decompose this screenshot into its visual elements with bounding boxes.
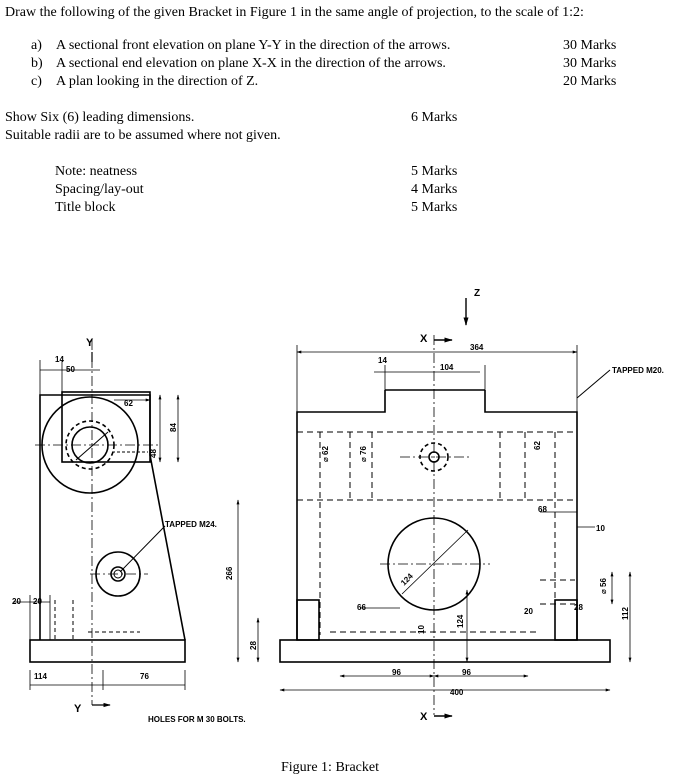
section-y-label-top: Y <box>86 337 94 349</box>
dim-48: 48 <box>149 449 158 458</box>
note-label: Spacing/lay-out <box>55 182 144 197</box>
dim-114: 114 <box>34 672 47 681</box>
dim-14-top: 14 <box>378 356 387 365</box>
dim-96-left: 96 <box>392 668 401 677</box>
dim-364: 364 <box>470 343 484 352</box>
dimensions-marks: 6 Marks <box>411 110 458 125</box>
holes-label: HOLES FOR M 30 BOLTS. <box>148 715 246 724</box>
task-text: A sectional front elevation on plane Y-Y… <box>56 38 451 53</box>
note-marks: 5 Marks <box>411 164 458 179</box>
front-elevation-view <box>279 369 611 663</box>
note-label: Title block <box>55 200 116 215</box>
dim-20-right: 20 <box>33 597 42 606</box>
tapped-m24-label: TAPPED M24. <box>165 520 217 529</box>
dim-124-diag: 124 <box>399 571 415 587</box>
dim-dia-76: ⌀ 76 <box>359 446 368 462</box>
note-marks: 5 Marks <box>411 200 458 215</box>
dim-dia-62: ⌀ 62 <box>321 446 330 462</box>
dim-dia-56: ⌀ 56 <box>599 578 608 594</box>
section-x-label-top: X <box>420 333 428 345</box>
end-view-base <box>29 639 186 663</box>
section-x-label-bottom: X <box>420 711 428 723</box>
dim-76: 76 <box>140 672 149 681</box>
dim-112: 112 <box>621 607 630 620</box>
dim-14: 14 <box>55 355 64 364</box>
view-z-label: Z <box>474 288 480 299</box>
dim-266: 266 <box>225 566 234 580</box>
radii-instruction: Suitable radii are to be assumed where n… <box>5 128 281 143</box>
front-view-base <box>279 639 611 663</box>
dim-20-right-foot: 20 <box>524 607 533 616</box>
dim-50: 50 <box>66 365 75 374</box>
dim-20-left: 20 <box>12 597 21 606</box>
dim-62-right: 62 <box>533 441 542 450</box>
dim-28: 28 <box>249 641 258 650</box>
dim-84: 84 <box>169 423 178 432</box>
dim-400: 400 <box>450 688 464 697</box>
dim-28-right: 28 <box>574 603 583 612</box>
dim-124-vert: 124 <box>456 614 465 628</box>
task-letter: a) <box>31 38 42 53</box>
figure-caption: Figure 1: Bracket <box>281 760 379 775</box>
dim-10-bottom: 10 <box>417 625 426 634</box>
task-letter: c) <box>31 74 42 89</box>
task-text: A plan looking in the direction of Z. <box>56 74 259 89</box>
task-letter: b) <box>31 56 43 71</box>
dim-66: 66 <box>357 603 366 612</box>
question-heading: Draw the following of the given Bracket … <box>5 5 584 20</box>
dim-96-right: 96 <box>462 668 471 677</box>
note-marks: 4 Marks <box>411 182 458 197</box>
tapped-m20-label: TAPPED M20. <box>612 366 664 375</box>
end-elevation-view <box>29 391 186 663</box>
task-marks: 30 Marks <box>563 56 617 71</box>
section-y-label-bottom: Y <box>74 703 82 715</box>
dim-10: 10 <box>596 524 605 533</box>
task-text: A sectional end elevation on plane X-X i… <box>56 56 446 71</box>
task-marks: 20 Marks <box>563 74 617 89</box>
note-label: Note: neatness <box>55 164 138 179</box>
dim-104: 104 <box>440 363 454 372</box>
dimensions-instruction: Show Six (6) leading dimensions. <box>5 110 195 125</box>
dim-68: 68 <box>538 505 547 514</box>
task-marks: 30 Marks <box>563 38 617 53</box>
dim-62: 62 <box>124 399 133 408</box>
